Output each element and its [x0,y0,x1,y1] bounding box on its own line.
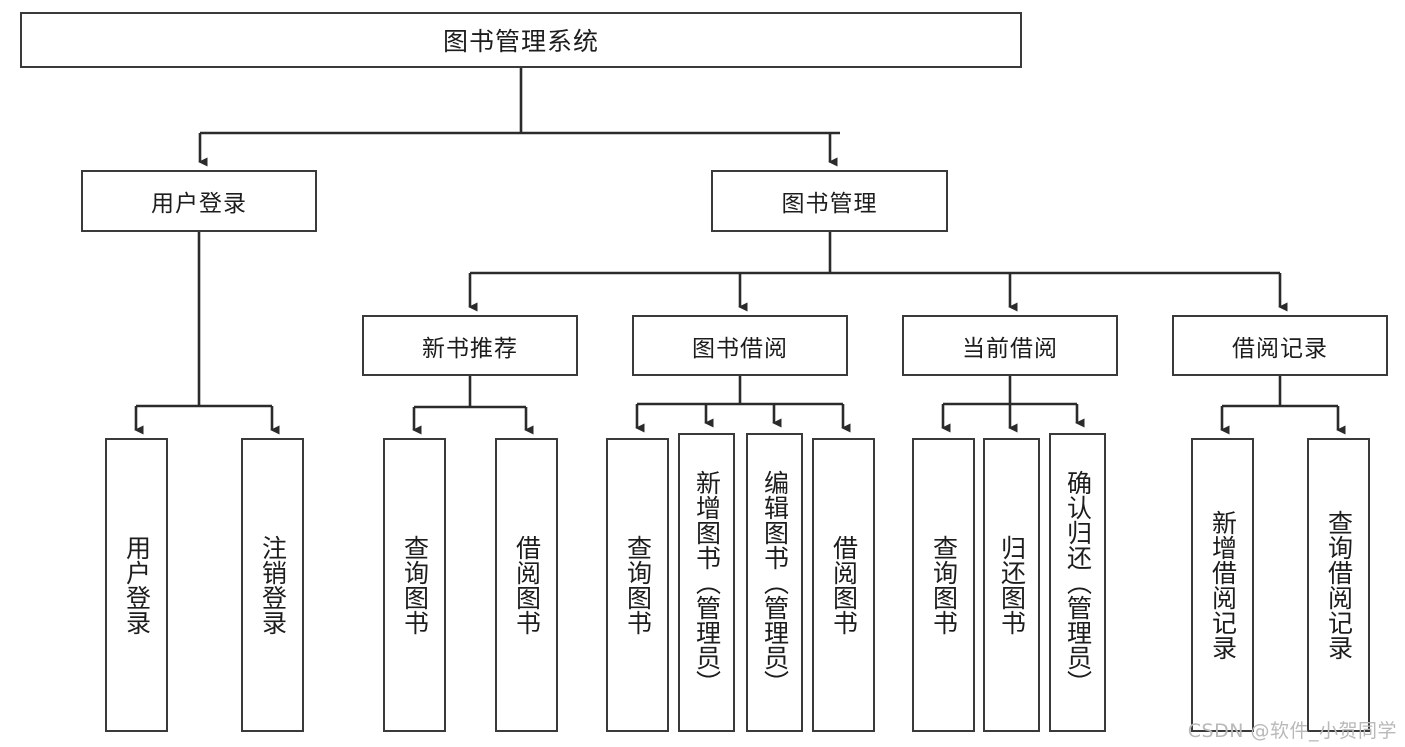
node-current-borrowing[interactable]: 当前借阅 [902,315,1118,376]
leaf-label: 查询图书 [929,535,959,635]
leaf-borrow-books-borrow[interactable]: 借阅图书 [812,438,875,732]
leaf-label: 编辑图书（管理员） [760,470,790,695]
leaf-query-books-newbook[interactable]: 查询图书 [383,438,446,732]
leaf-label: 借阅图书 [829,535,859,635]
node-label: 图书管理 [781,191,878,217]
node-label: 图书借阅 [692,335,788,362]
leaf-label: 新增借阅记录 [1208,510,1238,660]
leaf-label: 查询图书 [400,535,430,635]
leaf-label: 查询图书 [623,535,653,635]
leaf-query-borrow-record[interactable]: 查询借阅记录 [1307,438,1370,732]
node-label: 借阅记录 [1232,335,1328,362]
node-label: 图书管理系统 [442,27,599,56]
node-book-borrowing[interactable]: 图书借阅 [632,315,848,376]
leaf-logout[interactable]: 注销登录 [241,438,304,732]
leaf-edit-book-admin[interactable]: 编辑图书（管理员） [746,433,803,732]
node-borrowing-records[interactable]: 借阅记录 [1172,315,1388,376]
leaf-label: 用户登录 [122,535,152,635]
node-book-management[interactable]: 图书管理 [711,170,948,232]
node-label: 当前借阅 [962,335,1058,362]
node-user-login[interactable]: 用户登录 [81,170,317,232]
leaf-label: 查询借阅记录 [1324,510,1354,660]
leaf-return-books[interactable]: 归还图书 [983,438,1040,732]
leaf-label: 归还图书 [997,535,1027,635]
node-label: 用户登录 [151,191,247,217]
leaf-confirm-return-admin[interactable]: 确认归还（管理员） [1049,433,1106,732]
leaf-query-books-borrow[interactable]: 查询图书 [606,438,669,732]
leaf-add-borrow-record[interactable]: 新增借阅记录 [1191,438,1254,732]
leaf-label: 借阅图书 [512,535,542,635]
leaf-query-books-current[interactable]: 查询图书 [912,438,975,732]
leaf-borrow-books-newbook[interactable]: 借阅图书 [495,438,558,732]
node-root-book-management-system[interactable]: 图书管理系统 [20,12,1022,68]
node-label: 新书推荐 [422,335,518,362]
node-new-book-recommendation[interactable]: 新书推荐 [362,315,578,376]
leaf-add-book-admin[interactable]: 新增图书（管理员） [678,433,735,732]
leaf-label: 新增图书（管理员） [692,470,722,695]
leaf-user-login[interactable]: 用户登录 [105,438,168,732]
leaf-label: 确认归还（管理员） [1063,470,1093,695]
leaf-label: 注销登录 [258,535,288,635]
